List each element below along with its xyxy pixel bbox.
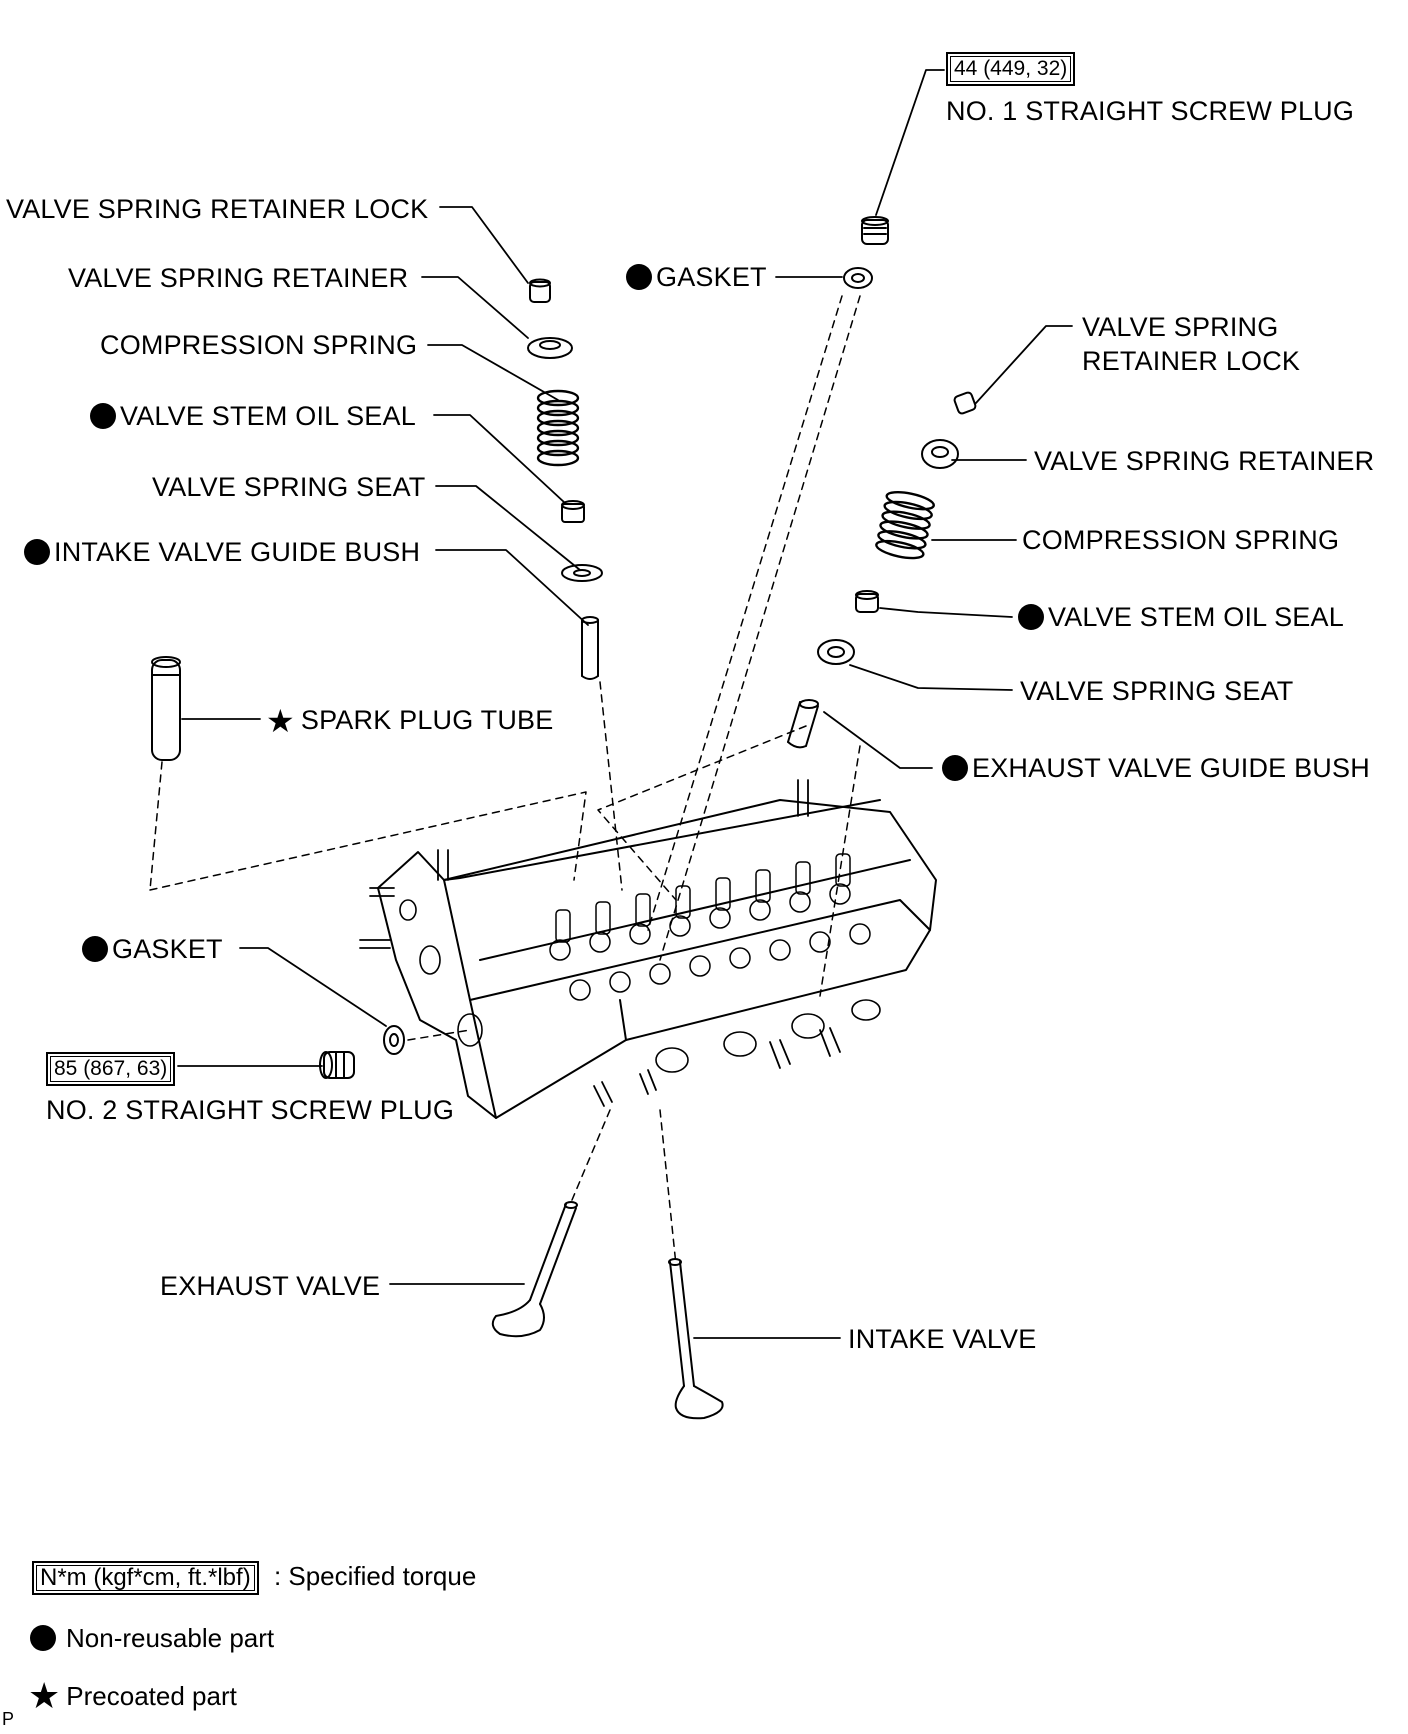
no2-straight-screw-plug-part xyxy=(319,1051,355,1079)
right-compression-spring-label: COMPRESSION SPRING xyxy=(1022,525,1340,555)
legend-specified-torque: N*m (kgf*cm, ft.*lbf) : Specified torque xyxy=(32,1560,476,1595)
right-valve-stem-oil-seal-label: VALVE STEM OIL SEAL xyxy=(1018,601,1344,633)
left-valve-spring-retainer-label: VALVE SPRING RETAINER xyxy=(68,263,409,293)
no2-plug-torque-value: 85 (867, 63) xyxy=(54,1057,168,1080)
intake-valve-guide-bush-label: INTAKE VALVE GUIDE BUSH xyxy=(24,536,420,568)
exhaust-valve-label: EXHAUST VALVE xyxy=(160,1271,381,1301)
no1-plug-torque-value: 44 (449, 32) xyxy=(954,57,1068,80)
nonreusable-marker-icon xyxy=(24,539,50,565)
right-valve-spring-retainer-lock-label-line1: VALVE SPRING xyxy=(1082,312,1279,342)
no2-straight-screw-plug-label: NO. 2 STRAIGHT SCREW PLUG xyxy=(46,1095,455,1125)
exhaust-valve-guide-bush-label: EXHAUST VALVE GUIDE BUSH xyxy=(942,752,1370,784)
spark-plug-tube-label: ★SPARK PLUG TUBE xyxy=(266,702,554,740)
legend-precoated: ★Precoated part xyxy=(28,1676,237,1717)
assembly-dashes xyxy=(149,295,861,1266)
right-valve-stack xyxy=(787,391,977,749)
right-valve-spring-seat-label: VALVE SPRING SEAT xyxy=(1020,676,1294,706)
no2-plug-torque-box: 85 (867, 63) xyxy=(46,1052,176,1086)
precoated-star-icon: ★ xyxy=(28,1676,61,1717)
left-gasket-label: GASKET xyxy=(82,933,223,965)
no1-straight-screw-plug-part xyxy=(861,216,889,245)
right-valve-spring-retainer-lock-label-line2: RETAINER LOCK xyxy=(1082,346,1301,376)
top-gasket-label: GASKET xyxy=(626,261,767,293)
nonreusable-marker-icon xyxy=(626,264,652,290)
intake-valve-part xyxy=(668,1258,724,1420)
gasket-left-part xyxy=(383,1025,405,1055)
nonreusable-marker-icon xyxy=(82,936,108,962)
legend-torque-unit-box: N*m (kgf*cm, ft.*lbf) xyxy=(32,1561,259,1595)
leader-lines xyxy=(177,69,1073,1339)
legend-nonreusable: Non-reusable part xyxy=(30,1622,274,1654)
nonreusable-marker-icon xyxy=(30,1625,56,1651)
no1-straight-screw-plug-label: NO. 1 STRAIGHT SCREW PLUG xyxy=(946,96,1355,126)
no1-plug-torque-box: 44 (449, 32) xyxy=(946,52,1076,86)
spark-plug-tube-part xyxy=(151,656,181,761)
left-valve-spring-retainer-lock-label: VALVE SPRING RETAINER LOCK xyxy=(6,194,429,224)
nonreusable-marker-icon xyxy=(90,403,116,429)
gasket-top-part xyxy=(843,267,873,289)
left-compression-spring-label: COMPRESSION SPRING xyxy=(100,330,418,360)
left-valve-stem-oil-seal-label: VALVE STEM OIL SEAL xyxy=(90,400,416,432)
precoated-star-icon: ★ xyxy=(266,702,295,740)
exhaust-valve-part xyxy=(491,1201,578,1338)
nonreusable-marker-icon xyxy=(1018,604,1044,630)
intake-valve-label: INTAKE VALVE xyxy=(848,1324,1037,1354)
corner-mark: P xyxy=(2,1709,15,1729)
left-valve-stack xyxy=(527,278,603,680)
left-valve-spring-seat-label: VALVE SPRING SEAT xyxy=(152,472,426,502)
nonreusable-marker-icon xyxy=(942,755,968,781)
right-valve-spring-retainer-label: VALVE SPRING RETAINER xyxy=(1034,446,1375,476)
legend-torque-text: : Specified torque xyxy=(273,1561,477,1591)
cylinder-head-body xyxy=(359,779,937,1119)
